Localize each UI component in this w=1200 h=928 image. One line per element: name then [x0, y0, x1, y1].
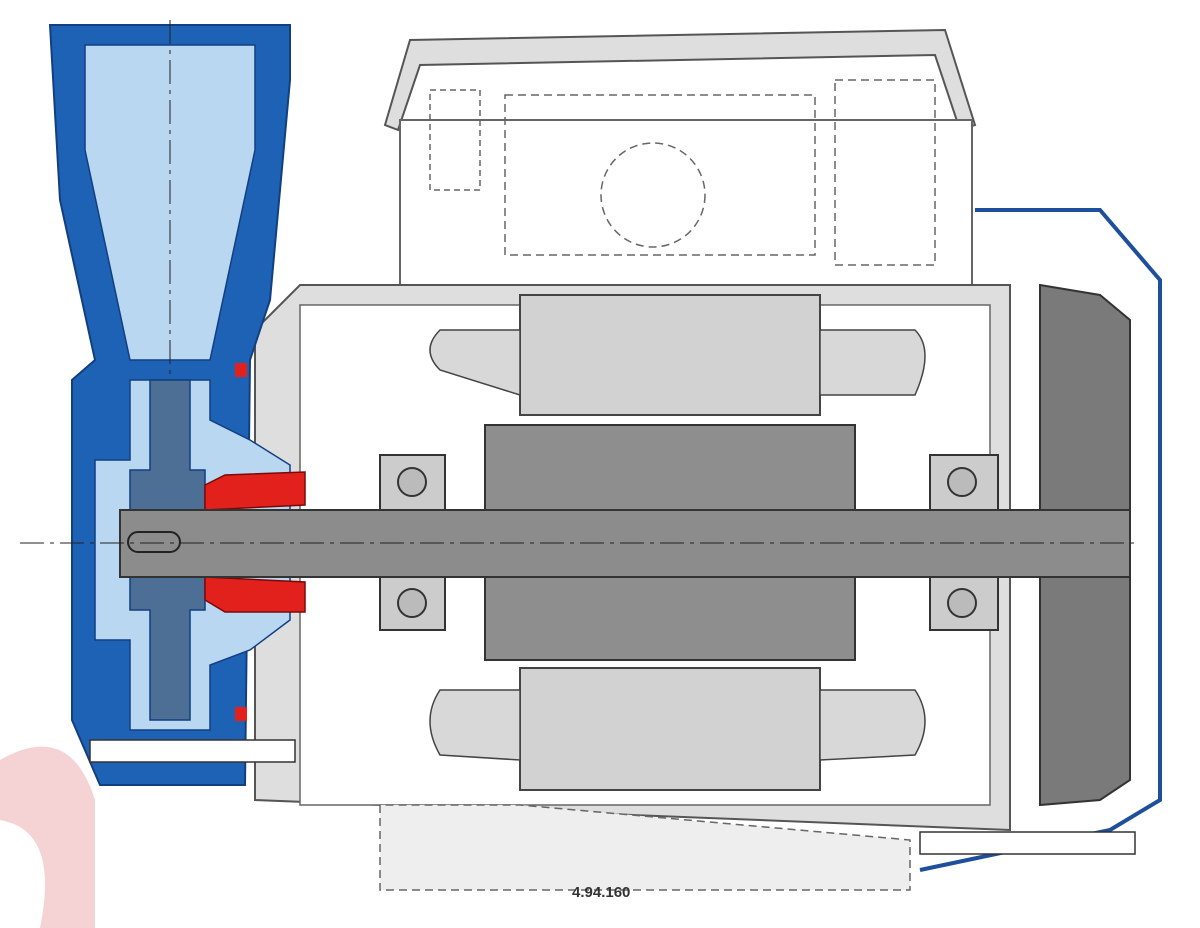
o-ring-bottom [235, 707, 247, 721]
drawing-reference-number: 4.94.160 [572, 884, 631, 901]
bearing-rear [929, 454, 999, 631]
winding-top-right [819, 329, 926, 396]
foot-bolt [919, 831, 1136, 855]
mechanical-seal-bottom [204, 576, 306, 613]
fan-blade-upper [1039, 283, 1131, 511]
screw-dashed [429, 89, 481, 191]
cable-gland-dashed [600, 142, 706, 248]
bearing-front [379, 454, 446, 631]
terminal-box-body [399, 119, 973, 291]
terminal-box-cover [383, 28, 977, 132]
rotor-top [484, 424, 856, 511]
rotor-bottom [484, 576, 856, 661]
o-ring-top [235, 363, 247, 377]
terminal-block-dashed [504, 94, 816, 256]
logo-watermark [0, 746, 95, 928]
fan-blade-lower [1039, 576, 1131, 807]
mechanical-seal-top [204, 471, 306, 511]
winding-bottom-left [429, 689, 521, 761]
stator-top [519, 294, 821, 416]
casing-bolt [89, 739, 296, 763]
shaft-key [127, 531, 181, 553]
winding-top-left [429, 329, 521, 397]
stator-bottom [519, 667, 821, 791]
motor-foot [379, 804, 911, 891]
winding-bottom-right [819, 689, 926, 761]
